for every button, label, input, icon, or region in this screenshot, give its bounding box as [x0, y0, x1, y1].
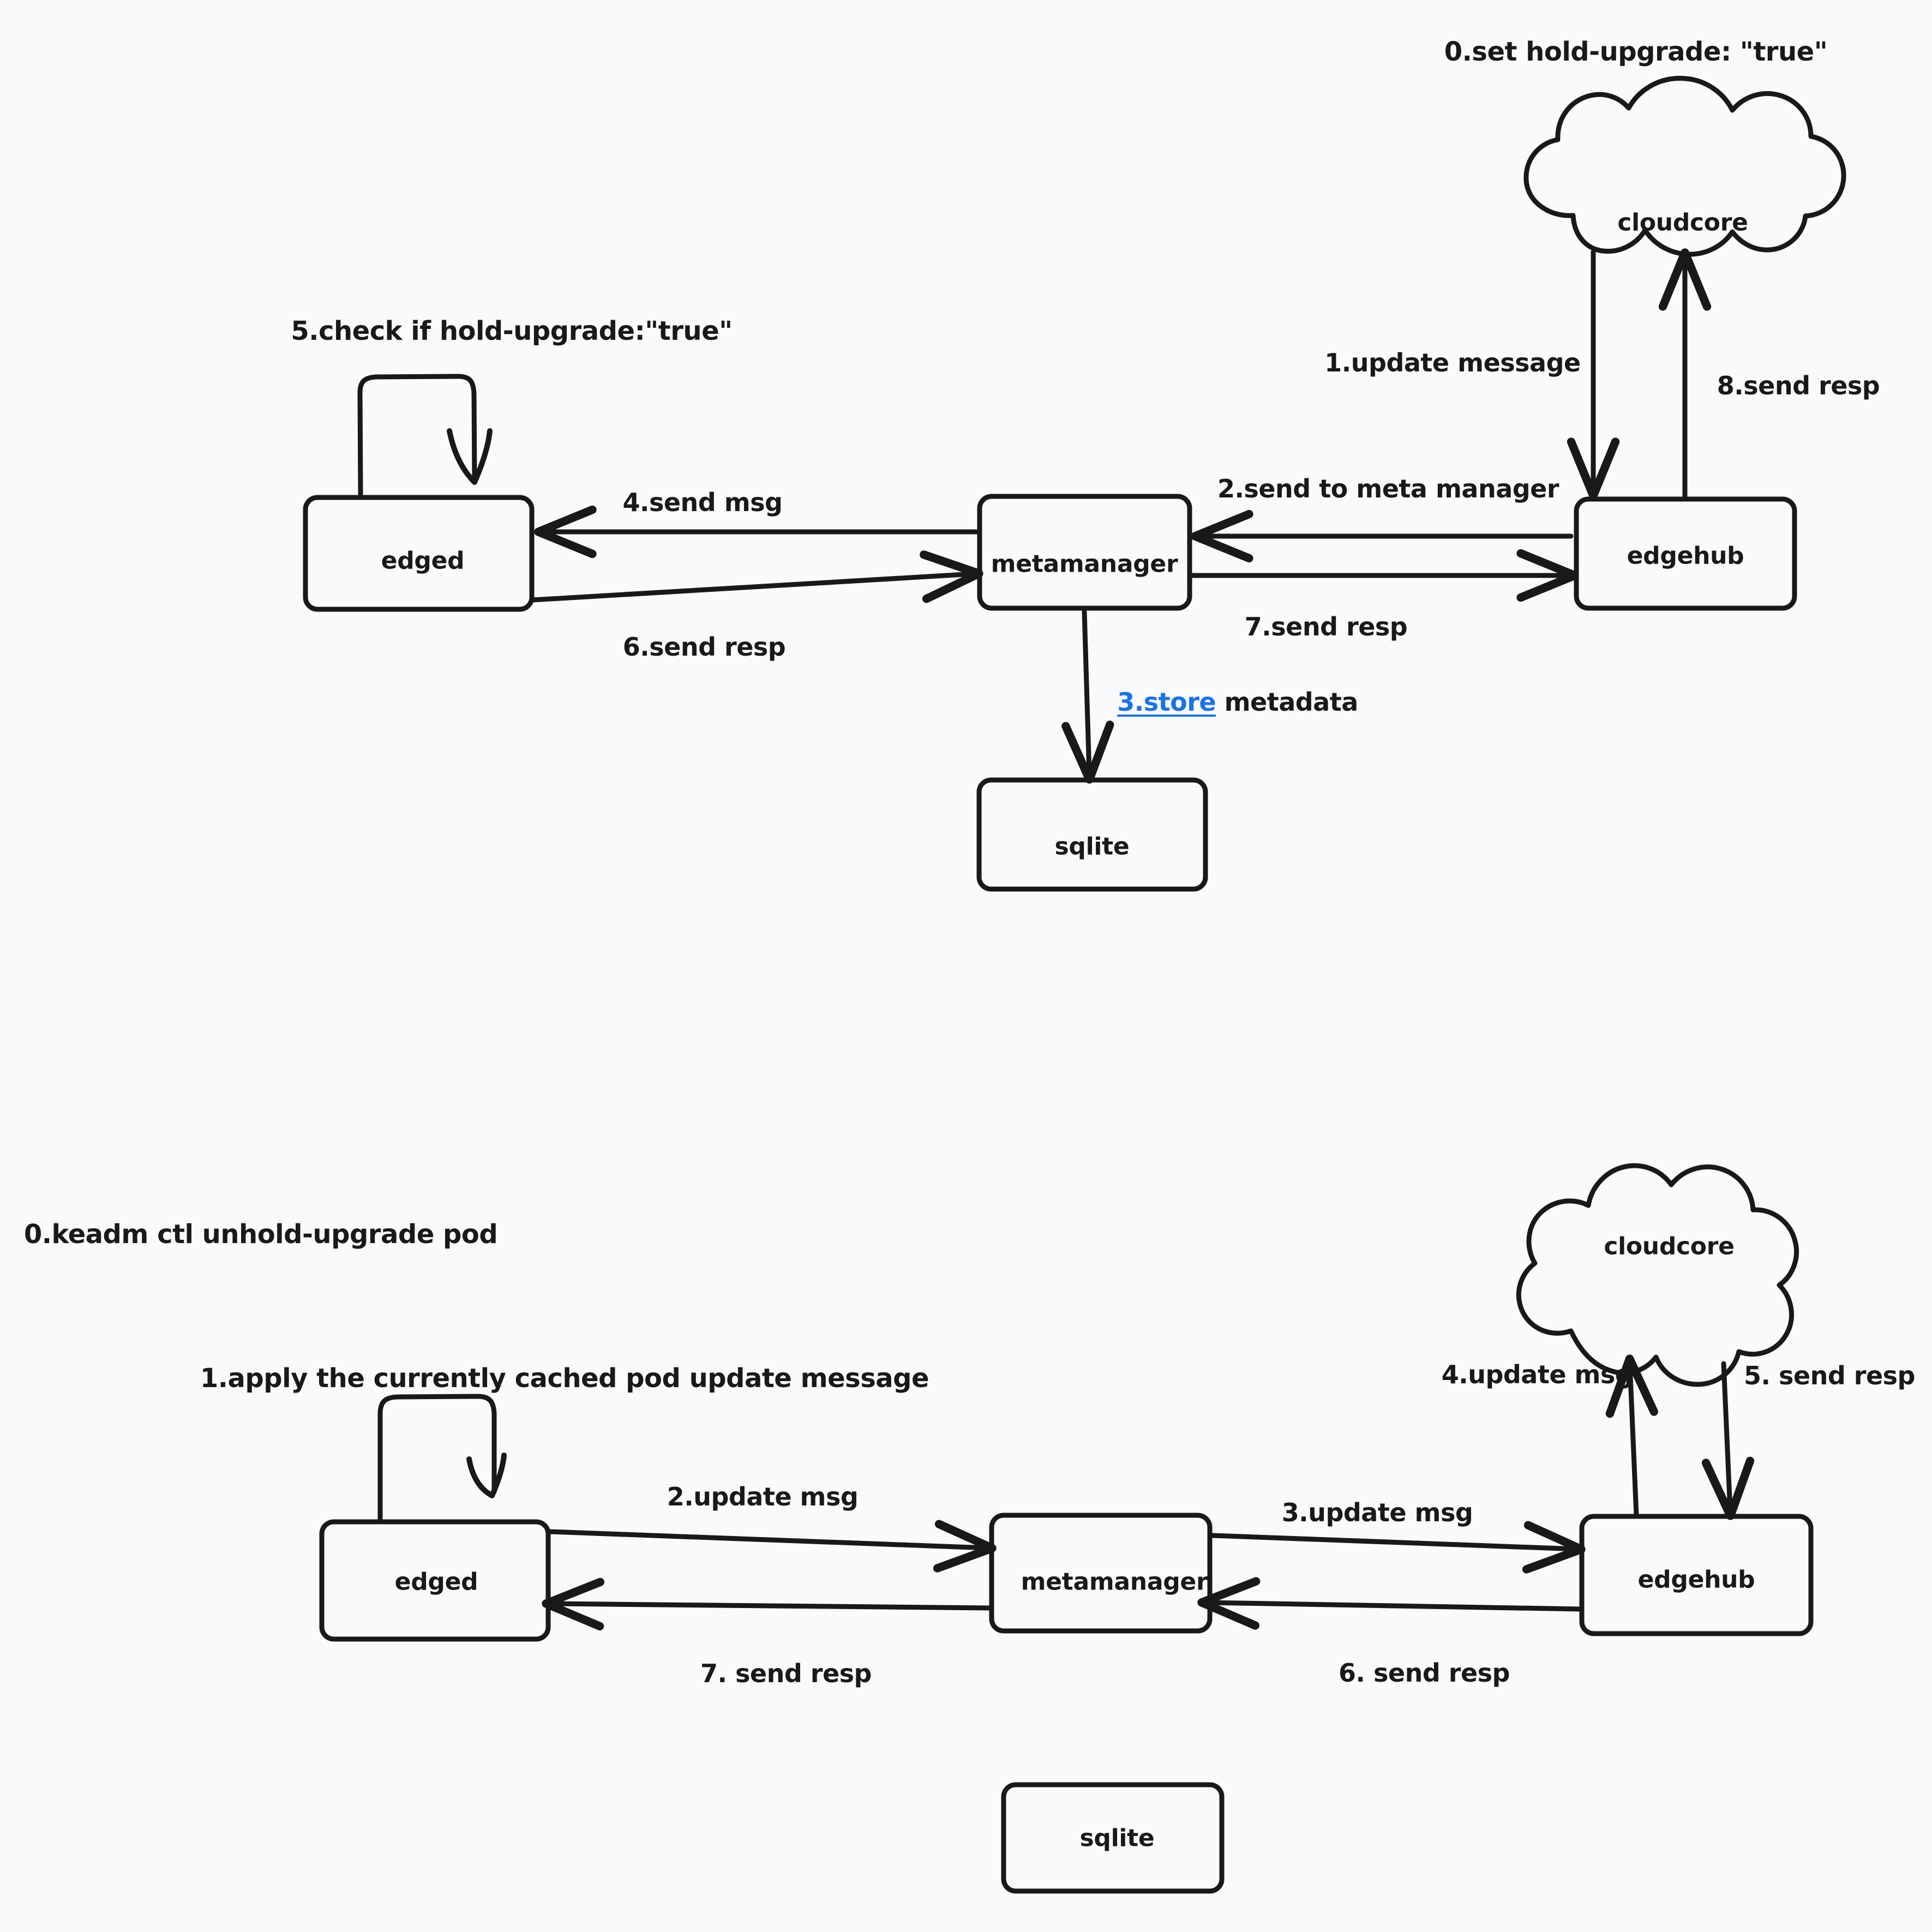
top-edge-6-line — [529, 550, 983, 603]
node-label-top-metamanager: metamanager — [991, 550, 1178, 578]
node-label-top-sqlite: sqlite — [1054, 832, 1130, 861]
top-edge-3-line — [1061, 609, 1114, 784]
edge-label-bot-2-update-msg: 2.update msg — [667, 1482, 859, 1511]
node-label-top-cloudcore: cloudcore — [1617, 208, 1748, 237]
edge-label-top-4-send-msg: 4.send msg — [622, 488, 783, 517]
node-label-top-edged: edged — [381, 547, 465, 575]
top-edged-shape — [303, 495, 535, 612]
edge-label-bot-3-update-msg: 3.update msg — [1281, 1498, 1473, 1527]
bot-edge-2-line — [547, 1520, 997, 1573]
bot-edge-7-line — [542, 1577, 993, 1631]
node-label-bot-edgehub: edgehub — [1637, 1565, 1755, 1594]
bot-edge-1-selfloop — [377, 1394, 507, 1522]
bot-sqlite-shape — [1001, 1782, 1225, 1894]
bot-edgehub-shape — [1579, 1514, 1814, 1636]
node-label-bot-metamanager: metamanager — [1021, 1568, 1208, 1596]
bot-edge-6-line — [1197, 1577, 1583, 1630]
bot-edge-4-line — [1605, 1354, 1658, 1518]
edge-label-bot-4-update-msg: 4.update msg — [1441, 1360, 1633, 1389]
edge-label-top-2-send-to-meta-manager: 2.send to meta manager — [1217, 474, 1559, 503]
bot-metamanager-shape — [989, 1513, 1213, 1634]
store-metadata-link[interactable]: 3.store — [1117, 687, 1216, 717]
edge-label-top-1-update-message: 1.update message — [1324, 348, 1581, 377]
edge-label-bot-5-send-resp: 5. send resp — [1744, 1361, 1915, 1390]
annotation-keadm-unhold-upgrade: 0.keadm ctl unhold-upgrade pod — [23, 1219, 498, 1250]
node-label-top-edgehub: edgehub — [1627, 542, 1744, 570]
bot-cloudcore-shape — [1516, 1163, 1799, 1387]
edge-label-top-7-send-resp: 7.send resp — [1244, 612, 1408, 641]
edge-label-top-8-send-resp: 8.send resp — [1717, 371, 1880, 400]
edge-label-bot-6-send-resp: 6. send resp — [1339, 1658, 1510, 1688]
bot-edge-3-line — [1209, 1521, 1586, 1574]
edge-label-bot-7-send-resp: 7. send resp — [700, 1659, 872, 1688]
annotation-check-hold-upgrade: 5.check if hold-upgrade:"true" — [291, 316, 733, 346]
annotation-apply-cached-pod-update: 1.apply the currently cached pod update … — [200, 1363, 929, 1394]
top-edge-5-selfloop — [357, 374, 493, 498]
node-label-bot-sqlite: sqlite — [1079, 1824, 1155, 1852]
edge-label-top-6-send-resp: 6.send resp — [622, 632, 786, 662]
edge-label-top-3-store-metadata: 3.store metadata — [1117, 687, 1358, 717]
node-label-bot-cloudcore: cloudcore — [1604, 1232, 1735, 1261]
bot-edge-5-line — [1701, 1361, 1755, 1520]
node-label-bot-edged: edged — [394, 1568, 478, 1596]
annotation-set-hold-upgrade: 0.set hold-upgrade: "true" — [1444, 37, 1828, 67]
store-metadata-rest: metadata — [1216, 687, 1359, 717]
